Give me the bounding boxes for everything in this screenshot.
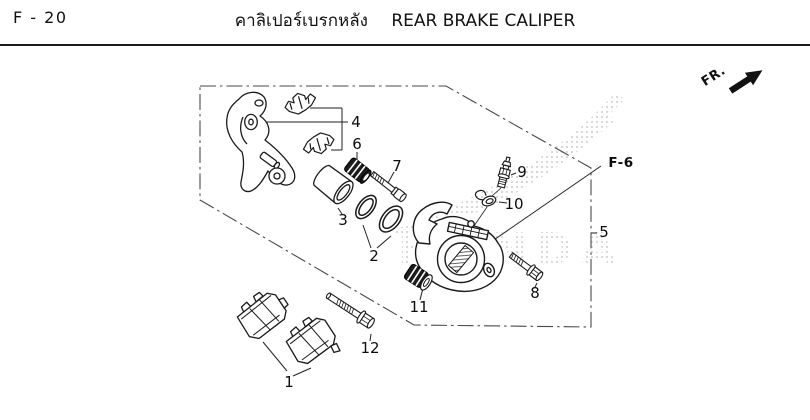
pin-boot-upper (344, 157, 372, 184)
brake-pad-a (236, 291, 289, 340)
pad-spring-upper (284, 92, 317, 115)
pad-spring-lower (302, 132, 335, 155)
flange-bolt-8 (508, 251, 544, 282)
page-title: คาลิเปอร์เบรกหลัง REAR BRAKE CALIPER (0, 7, 810, 34)
page-code: F - 20 (13, 8, 68, 27)
front-direction-arrow (728, 70, 763, 94)
caliper-bracket (226, 91, 296, 193)
arrow-icon (728, 70, 763, 94)
bleed-valve-cap (474, 189, 497, 207)
brake-pad-b (285, 316, 341, 365)
header-rule (0, 44, 810, 46)
piston (313, 164, 354, 205)
pin-bolt (369, 170, 407, 203)
page-title-thai: คาลิเปอร์เบรกหลัง (234, 11, 368, 31)
hanger-bolt-12 (325, 292, 375, 329)
page-title-en: REAR BRAKE CALIPER (391, 11, 576, 31)
assembly-boundary-dashed (199, 85, 592, 328)
piston-seal (355, 194, 404, 233)
bleed-valve (496, 156, 512, 189)
pin-boot-lower (403, 263, 433, 291)
caliper-body (412, 201, 504, 293)
